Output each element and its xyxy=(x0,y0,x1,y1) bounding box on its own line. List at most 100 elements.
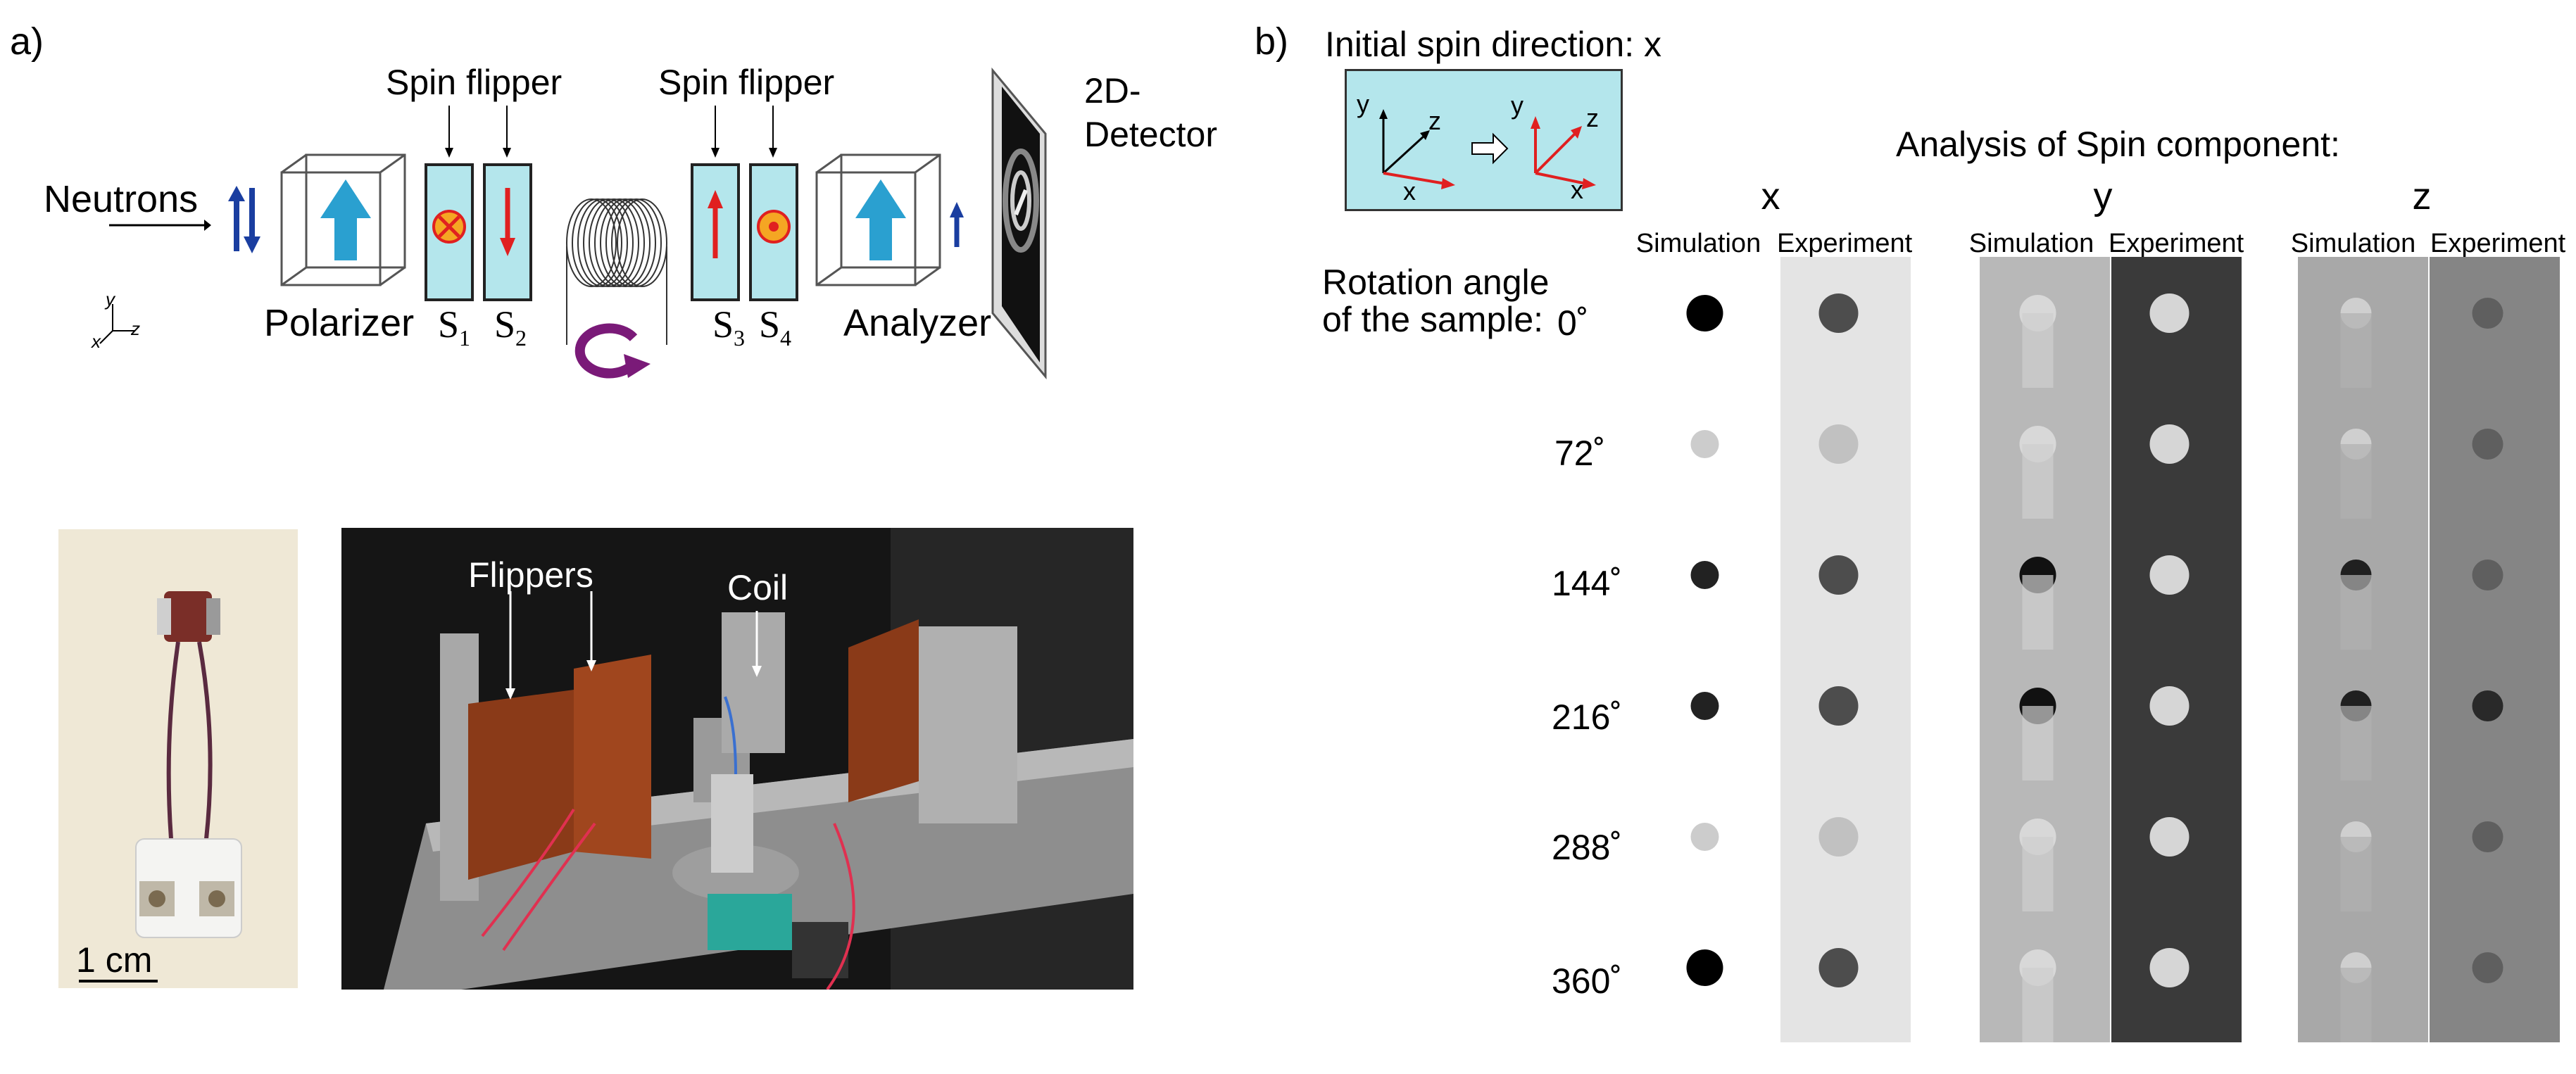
rotation-arrow-icon xyxy=(574,323,651,379)
spin-out-of-page-icon xyxy=(757,210,791,244)
tile-y-exp-4 xyxy=(2111,781,2242,911)
axis-z-label: z xyxy=(131,318,140,339)
inset-y-right: y xyxy=(1511,91,1523,120)
tile-z-sim-1 xyxy=(2298,388,2428,519)
detector-label-line2: Detector xyxy=(1084,115,1217,154)
rotation-label-line2: of the sample: xyxy=(1322,300,1544,339)
angle-label-4: 288˚ xyxy=(1552,828,1623,867)
angle-label-3: 216˚ xyxy=(1552,697,1623,737)
rotation-label-line1: Rotation angle xyxy=(1322,263,1550,302)
col-y-experiment: Experiment xyxy=(2109,229,2244,258)
coil-photo xyxy=(58,529,298,988)
inset-z-right: z xyxy=(1586,103,1599,132)
photo-flippers-label: Flippers xyxy=(468,555,593,595)
panel-a-label: a) xyxy=(10,20,44,63)
axis-y-label: y xyxy=(106,289,115,310)
component-x-header: x xyxy=(1761,175,1780,217)
s3-label: S3 xyxy=(712,303,746,350)
tile-y-exp-1 xyxy=(2111,388,2242,519)
tile-x-sim-5 xyxy=(1647,911,1777,1042)
tile-x-sim-2 xyxy=(1647,519,1777,650)
tile-z-exp-4 xyxy=(2430,781,2560,911)
spin-rotation-inset: y z x y z x xyxy=(1345,69,1623,211)
angle-label-2: 144˚ xyxy=(1552,564,1623,603)
neutrons-label: Neutrons xyxy=(44,178,199,220)
inset-y-left: y xyxy=(1357,89,1369,118)
neutron-beam-arrow-icon xyxy=(109,220,211,231)
spin-up-icon xyxy=(708,190,723,258)
tile-x-sim-4 xyxy=(1647,781,1777,911)
tile-y-exp-2 xyxy=(2111,519,2242,650)
tile-z-sim-3 xyxy=(2298,650,2428,781)
spin-flipper-2-pointers-icon xyxy=(711,106,777,158)
tile-x-sim-0 xyxy=(1647,257,1777,388)
flippers-pointer-arrows-icon xyxy=(505,591,596,700)
tile-x-sim-1 xyxy=(1647,388,1777,519)
detector-label-line1: 2D- xyxy=(1084,71,1141,110)
tile-z-exp-2 xyxy=(2430,519,2560,650)
tile-z-sim-2 xyxy=(2298,519,2428,650)
coil-pointer-arrow-icon xyxy=(752,611,762,677)
spin-flipper-2-label: Spin flipper xyxy=(658,63,835,102)
tile-x-exp-1 xyxy=(1780,388,1911,519)
tile-x-sim-3 xyxy=(1647,650,1777,781)
spin-down-icon xyxy=(500,188,515,256)
tile-x-exp-4 xyxy=(1780,781,1911,911)
tile-y-sim-0 xyxy=(1980,257,2110,388)
analyzed-spin-up-icon xyxy=(950,202,964,247)
polarizer-box-icon xyxy=(280,153,406,286)
tile-y-exp-0 xyxy=(2111,257,2242,388)
component-y-header: y xyxy=(2093,175,2113,217)
col-x-experiment: Experiment xyxy=(1777,229,1913,258)
photo-coil-label: Coil xyxy=(727,568,788,607)
tile-z-sim-5 xyxy=(2298,911,2428,1042)
tile-z-sim-0 xyxy=(2298,257,2428,388)
tile-y-sim-2 xyxy=(1980,519,2110,650)
spin-flipper-1-label: Spin flipper xyxy=(386,63,563,102)
col-z-simulation: Simulation xyxy=(2290,229,2416,258)
setup-photo xyxy=(341,528,1133,990)
coordinate-axes-icon xyxy=(99,304,135,344)
tile-y-sim-5 xyxy=(1980,911,2110,1042)
s4-label: S4 xyxy=(759,303,792,350)
sample-coil-icon xyxy=(566,198,667,345)
analysis-title: Analysis of Spin component: xyxy=(1896,125,2340,164)
scale-bar xyxy=(79,980,158,983)
spin-rotation-axes-icon xyxy=(1379,109,1596,189)
panel-b-label: b) xyxy=(1255,20,1289,63)
2d-detector-icon xyxy=(991,67,1047,380)
col-y-simulation: Simulation xyxy=(1968,229,2094,258)
polarizer-label: Polarizer xyxy=(264,302,415,344)
tile-z-exp-3 xyxy=(2430,650,2560,781)
tile-z-sim-4 xyxy=(2298,781,2428,911)
tile-x-exp-3 xyxy=(1780,650,1911,781)
tile-y-exp-5 xyxy=(2111,911,2242,1042)
inset-x-left: x xyxy=(1403,177,1416,206)
tile-z-exp-1 xyxy=(2430,388,2560,519)
col-z-experiment: Experiment xyxy=(2430,229,2566,258)
inset-z-left: z xyxy=(1428,106,1441,135)
tile-y-sim-1 xyxy=(1980,388,2110,519)
tile-z-exp-5 xyxy=(2430,911,2560,1042)
axis-x-label: x xyxy=(92,331,101,352)
unpolarized-spin-icon xyxy=(228,186,260,253)
scale-bar-label: 1 cm xyxy=(76,940,153,980)
inset-x-right: x xyxy=(1571,175,1583,204)
spin-flipper-1-pointers-icon xyxy=(445,106,511,158)
component-z-header: z xyxy=(2412,175,2432,217)
s2-label: S2 xyxy=(494,303,527,350)
angle-label-1: 72˚ xyxy=(1554,434,1606,473)
tile-x-exp-2 xyxy=(1780,519,1911,650)
initial-spin-direction: Initial spin direction: x xyxy=(1325,25,1662,64)
tile-z-exp-0 xyxy=(2430,257,2560,388)
spin-into-page-icon xyxy=(432,210,466,244)
col-x-simulation: Simulation xyxy=(1635,229,1761,258)
flipper-s3 xyxy=(691,163,740,301)
angle-label-5: 360˚ xyxy=(1552,961,1623,1001)
tile-y-sim-3 xyxy=(1980,650,2110,781)
angle-label-0: 0˚ xyxy=(1557,303,1589,343)
tile-y-sim-4 xyxy=(1980,781,2110,911)
tile-x-exp-0 xyxy=(1780,257,1911,388)
tomography-grid xyxy=(1647,257,2562,1049)
tile-y-exp-3 xyxy=(2111,650,2242,781)
